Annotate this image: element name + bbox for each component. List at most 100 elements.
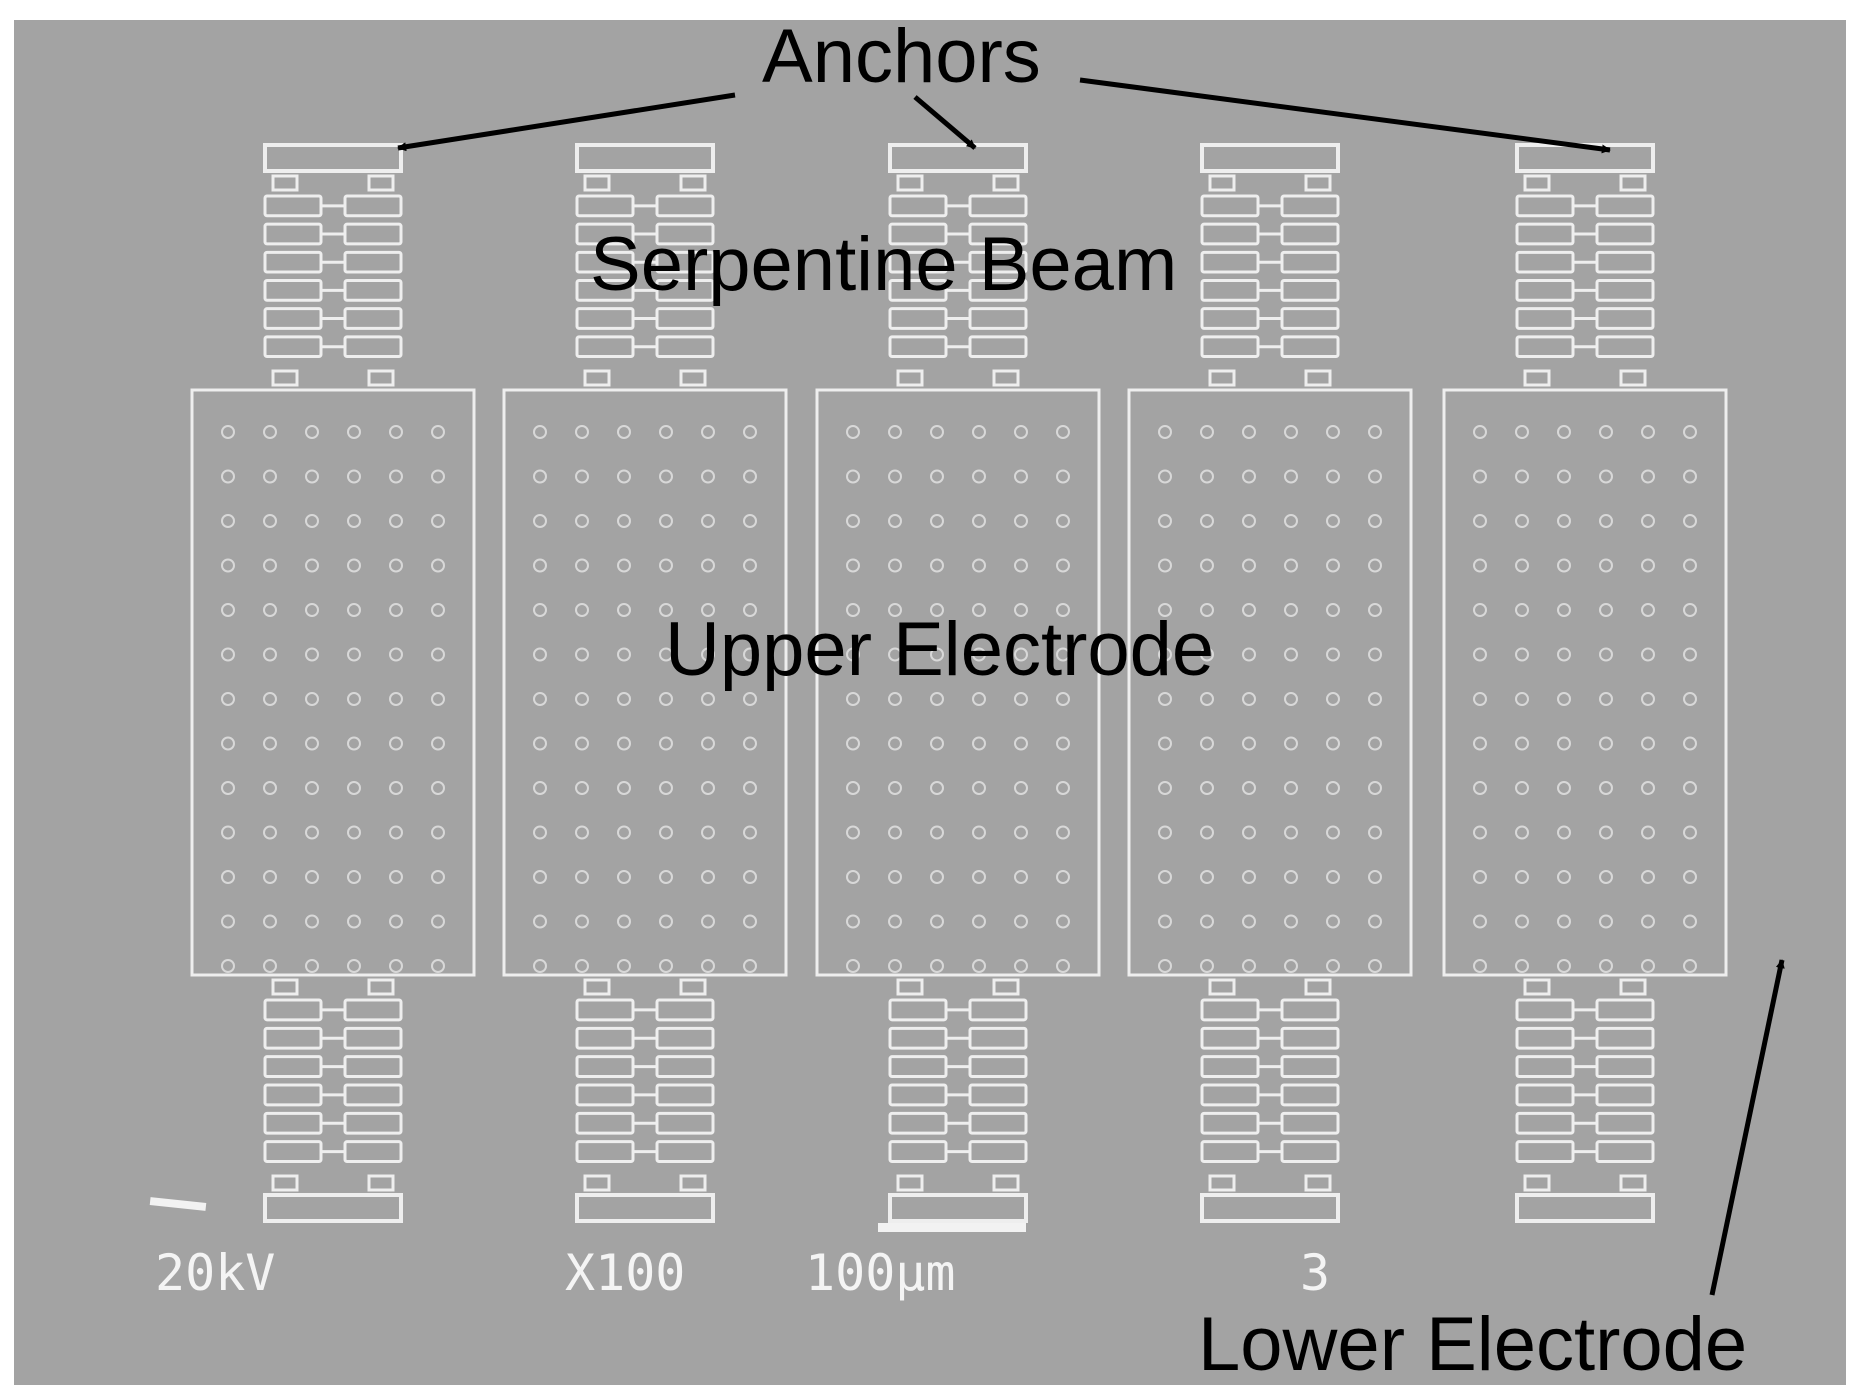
etch-hole (617, 781, 631, 795)
etch-hole (1284, 558, 1298, 573)
etch-hole (389, 514, 403, 528)
etch-hole (1014, 469, 1028, 484)
etch-hole (1284, 425, 1298, 439)
top-serpentine-beam-neck (679, 369, 707, 387)
etch-hole (701, 692, 715, 706)
etch-hole (1014, 558, 1028, 573)
etch-hole (1326, 914, 1340, 929)
etch-hole (1158, 469, 1172, 484)
etch-hole (1368, 781, 1382, 795)
etch-hole (1284, 469, 1298, 484)
etch-hole (263, 558, 277, 573)
etch-hole (1599, 781, 1613, 795)
etch-hole (1641, 603, 1655, 617)
etch-hole (221, 425, 235, 439)
bottom-anchor (888, 1193, 1028, 1223)
etch-hole (533, 603, 547, 617)
etch-hole (533, 469, 547, 484)
etch-hole (305, 647, 319, 662)
etch-hole (930, 425, 944, 439)
etch-hole (888, 959, 902, 973)
etch-hole (1326, 425, 1340, 439)
etch-hole (1014, 425, 1028, 439)
etch-hole (1200, 959, 1214, 973)
etch-hole (972, 469, 986, 484)
etch-hole (1641, 425, 1655, 439)
etch-hole (1557, 825, 1571, 840)
etch-hole (888, 781, 902, 795)
etch-hole (930, 514, 944, 528)
etch-hole (1368, 914, 1382, 929)
mems-structures (190, 143, 1728, 1223)
etch-hole (431, 469, 445, 484)
bottom-serpentine-beam-neck (896, 978, 924, 996)
etch-hole (575, 959, 589, 973)
etch-hole (1056, 469, 1070, 484)
etch-hole (1326, 647, 1340, 662)
etch-hole (743, 959, 757, 973)
bottom-serpentine-beam-neck (1619, 1174, 1647, 1192)
etch-hole (1599, 425, 1613, 439)
etch-hole (431, 825, 445, 840)
etch-hole (1683, 781, 1697, 795)
etch-hole (1641, 647, 1655, 662)
etch-hole (1515, 736, 1529, 751)
bottom-serpentine-beam-neck (1208, 1174, 1236, 1192)
sem-voltage: 20kV (155, 1244, 275, 1302)
etch-hole (1242, 870, 1256, 884)
etch-hole (533, 781, 547, 795)
etch-hole (1158, 736, 1172, 751)
label-serpentine-beam: Serpentine Beam (590, 222, 1177, 307)
etch-hole (431, 425, 445, 439)
etch-hole (1014, 692, 1028, 706)
etch-hole (1683, 692, 1697, 706)
etch-hole (1158, 692, 1172, 706)
etch-hole (1242, 736, 1256, 751)
etch-hole (930, 647, 944, 662)
top-serpentine-beam-neck (1523, 369, 1551, 387)
etch-hole (1200, 781, 1214, 795)
etch-hole (221, 558, 235, 573)
etch-hole (1284, 825, 1298, 840)
etch-hole (575, 514, 589, 528)
etch-hole (575, 825, 589, 840)
etch-hole (701, 870, 715, 884)
etch-hole (1473, 514, 1487, 528)
etch-hole (846, 736, 860, 751)
anchors-arrow-left (397, 92, 736, 152)
etch-hole (389, 558, 403, 573)
etch-hole (659, 558, 673, 573)
etch-hole (431, 736, 445, 751)
sem-scale-label: 100µm (805, 1244, 956, 1302)
etch-hole (972, 914, 986, 929)
etch-hole (617, 825, 631, 840)
etch-hole (533, 647, 547, 662)
top-serpentine-beam-neck (1619, 369, 1647, 387)
etch-hole (1557, 425, 1571, 439)
etch-hole (659, 870, 673, 884)
etch-hole (930, 692, 944, 706)
etch-hole (972, 870, 986, 884)
etch-hole (701, 558, 715, 573)
etch-hole (846, 825, 860, 840)
etch-hole (659, 959, 673, 973)
etch-hole (659, 469, 673, 484)
etch-hole (1683, 825, 1697, 840)
etch-hole (1326, 736, 1340, 751)
etch-hole (575, 558, 589, 573)
etch-hole (1158, 781, 1172, 795)
etch-hole (575, 425, 589, 439)
etch-hole (1599, 736, 1613, 751)
etch-hole (846, 870, 860, 884)
etch-hole (1515, 647, 1529, 662)
upper-electrode-plate (1127, 388, 1413, 977)
bottom-serpentine-beam-neck (679, 1174, 707, 1192)
top-serpentine-beam-neck (367, 369, 395, 387)
etch-hole (347, 514, 361, 528)
etch-hole (1326, 781, 1340, 795)
upper-electrode-plate (815, 388, 1101, 977)
etch-hole (347, 914, 361, 929)
etch-hole (1515, 914, 1529, 929)
etch-hole (659, 603, 673, 617)
bottom-serpentine-beam-neck (367, 1174, 395, 1192)
